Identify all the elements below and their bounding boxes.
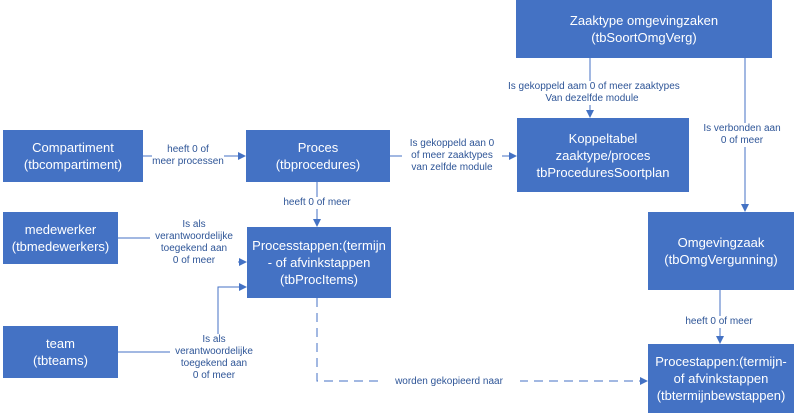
box-title: Compartiment xyxy=(32,140,114,155)
koppeltabel-box: Koppeltabel zaaktype/proces tbProcedures… xyxy=(517,118,689,192)
label-line: 0 of meer xyxy=(192,370,236,381)
label-line: meer processen xyxy=(152,156,224,167)
label-gekoppeld-zaaktypes: Is gekoppeld aam 0 of meer zaaktypes Van… xyxy=(508,81,680,105)
procestappen-box: Procestappen:(termijn- of afvinkstappen … xyxy=(648,344,794,413)
box-title: medewerker xyxy=(24,222,97,237)
label-heeft-processen: heeft 0 of meer processen xyxy=(152,144,224,168)
zaaktype-omgevingzaken-box: Zaaktype omgevingzaken (tbSoortOmgVerg) xyxy=(516,0,772,58)
label-line: Is gekoppeld aam 0 of meer zaaktypes xyxy=(508,81,680,92)
processtappen-box: Processtappen:(termijn - of afvinkstappe… xyxy=(247,227,391,298)
label-line: Is als xyxy=(182,219,206,230)
box-table: (tbteams) xyxy=(33,353,88,368)
box-title: Proces xyxy=(297,140,339,155)
label-verantwoordelijke-team: Is als verantwoordelijke toegekend aan 0… xyxy=(170,334,258,382)
box-title: Koppeltabel xyxy=(568,130,638,146)
label-line: Is gekoppeld aan 0 xyxy=(409,138,495,149)
box-table: tbProceduresSoortplan xyxy=(536,164,670,180)
box-table: (tbprocedures) xyxy=(275,157,361,172)
box-subtitle: of afvinkstappen xyxy=(673,371,769,386)
label-line: 0 of meer xyxy=(720,135,764,146)
box-title: Omgevingzaak xyxy=(677,235,765,250)
label-gekoppeld-zelfde: Is gekoppeld aan 0 of meer zaaktypes van… xyxy=(402,138,502,174)
label-line: Van dezelfde module xyxy=(545,93,639,104)
label-line: Is als xyxy=(202,334,226,345)
label-verbonden: Is verbonden aan 0 of meer xyxy=(696,123,788,147)
box-title: Procestappen:(termijn- xyxy=(655,354,787,369)
box-title: Zaaktype omgevingzaken xyxy=(569,13,719,28)
omgevingzaak-box: Omgevingzaak (tbOmgVergunning) xyxy=(648,212,794,290)
label-heeft-meer: heeft 0 of meer xyxy=(274,197,360,209)
label-line: van zelfde module xyxy=(411,162,493,173)
label-heeft-meer-2: heeft 0 of meer xyxy=(676,316,762,328)
box-table: (tbcompartiment) xyxy=(23,157,123,172)
connector-team-processtappen xyxy=(118,283,247,353)
team-box: team (tbteams) xyxy=(3,326,118,378)
label-line: 0 of meer xyxy=(172,255,216,266)
box-subtitle: zaaktype/proces xyxy=(555,147,651,163)
connector-processtappen-procestappen xyxy=(316,298,648,385)
label-gekopieerd: worden gekopieerd naar xyxy=(378,376,520,388)
label-line: verantwoordelijke xyxy=(155,231,233,242)
label-line: Is verbonden aan xyxy=(703,123,781,134)
label-line: of meer zaaktypes xyxy=(411,150,493,161)
compartiment-box: Compartiment (tbcompartiment) xyxy=(3,130,143,182)
label-verantwoordelijke-medewerker: Is als verantwoordelijke toegekend aan 0… xyxy=(150,219,238,267)
label-line: verantwoordelijke xyxy=(175,346,253,357)
label-line: heeft 0 of meer xyxy=(685,316,753,327)
label-line: heeft 0 of meer xyxy=(283,197,351,208)
box-subtitle: - of afvinkstappen xyxy=(267,255,371,270)
proces-box: Proces (tbprocedures) xyxy=(246,130,390,182)
box-table: (tbmedewerkers) xyxy=(11,239,110,254)
box-table: (tbtermijnbewstappen) xyxy=(656,388,786,403)
box-title: Processtappen:(termijn xyxy=(252,238,386,253)
box-table: (tbSoortOmgVerg) xyxy=(591,30,697,45)
medewerker-box: medewerker (tbmedewerkers) xyxy=(3,212,118,264)
label-line: toegekend aan xyxy=(180,358,248,369)
label-line: worden gekopieerd naar xyxy=(395,376,503,387)
box-title: team xyxy=(46,336,75,351)
box-table: (tbProcItems) xyxy=(279,272,358,287)
label-line: toegekend aan xyxy=(160,243,228,254)
box-table: (tbOmgVergunning) xyxy=(664,252,778,267)
label-line: heeft 0 of xyxy=(167,144,209,155)
